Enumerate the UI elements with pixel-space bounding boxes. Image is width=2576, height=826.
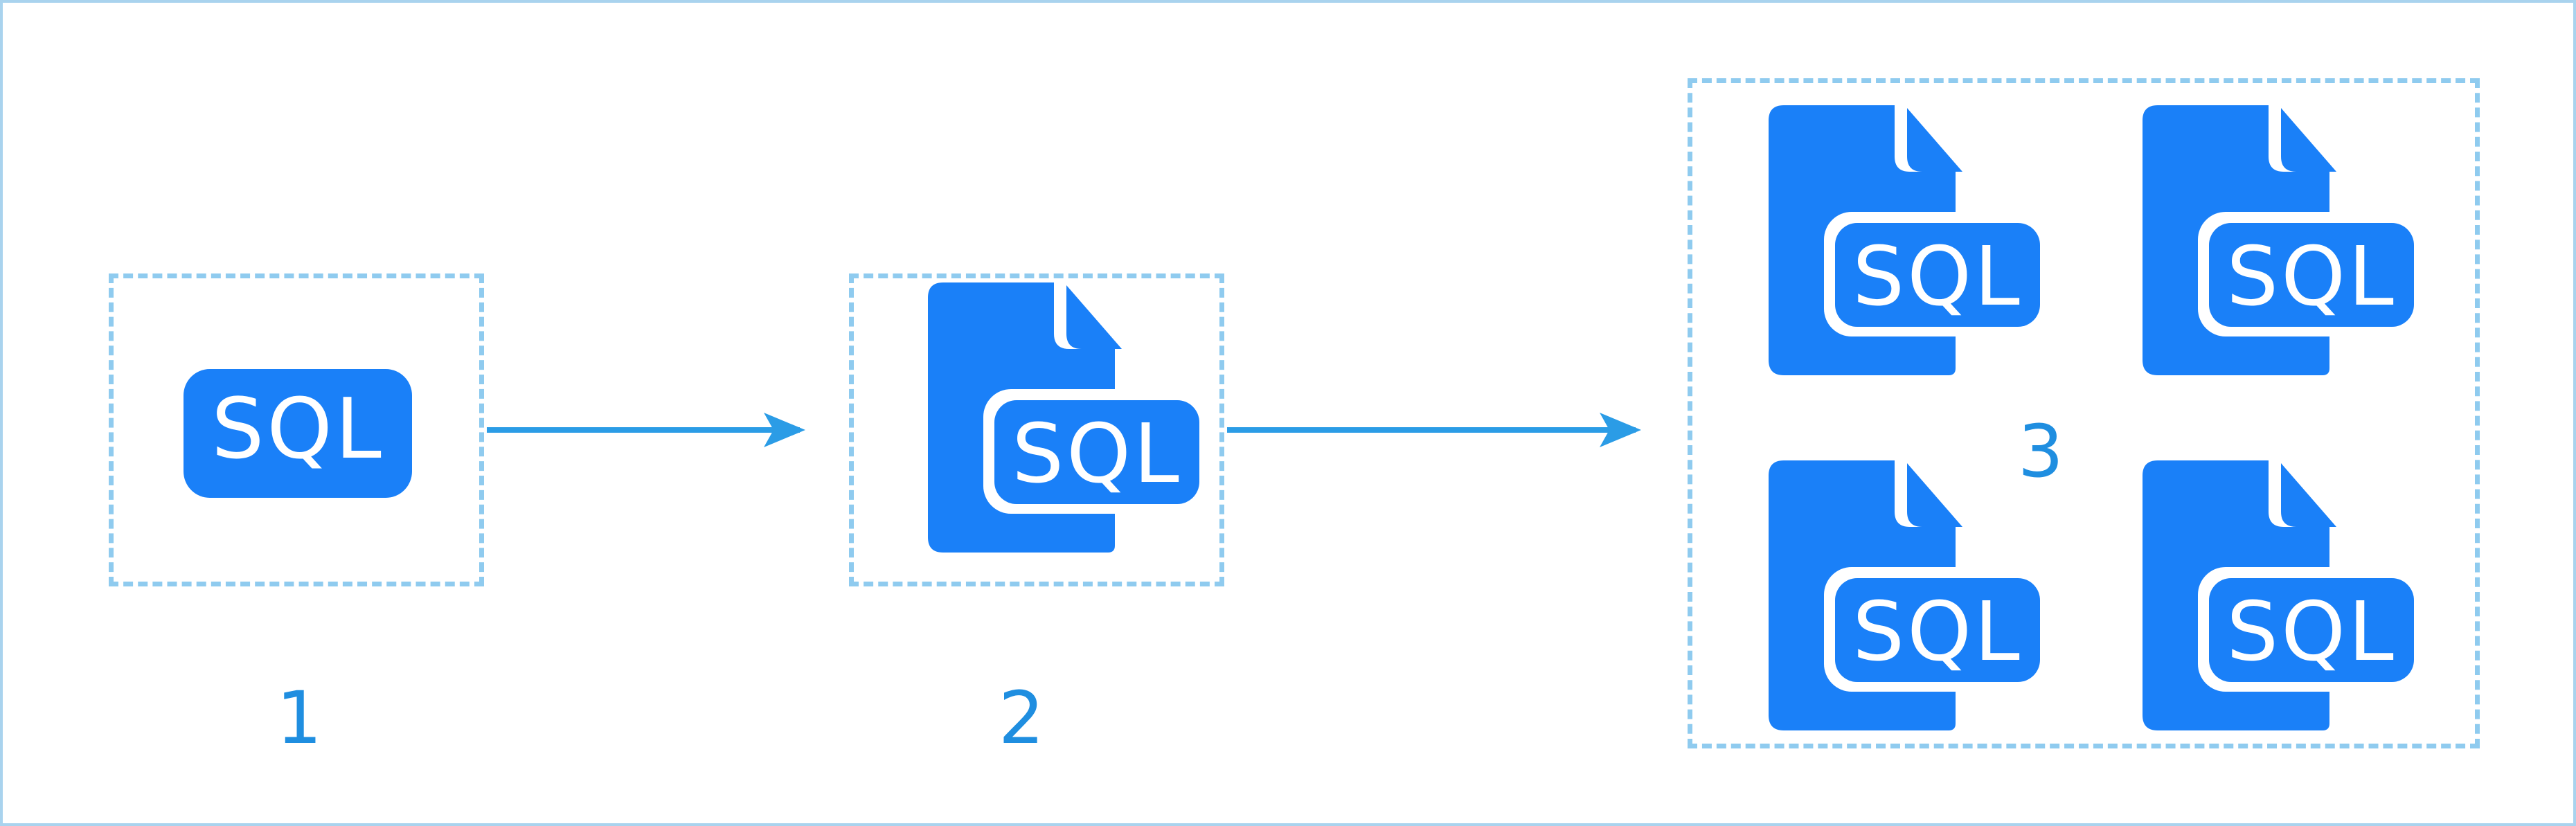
sql-file-icon	[1769, 460, 2046, 730]
step-2-label: 2	[998, 676, 1045, 760]
step-2-box	[849, 273, 1224, 586]
sql-file-icon	[1769, 105, 2046, 375]
step-3-label: 3	[2017, 409, 2064, 494]
step-3-box	[1688, 78, 2480, 748]
sql-file-icon	[2143, 105, 2420, 375]
sql-file-icon	[2143, 460, 2420, 730]
sql-badge-icon	[184, 369, 412, 498]
step-1-box	[109, 273, 484, 586]
step-1-label: 1	[276, 676, 323, 760]
sql-file-icon	[928, 282, 1205, 553]
